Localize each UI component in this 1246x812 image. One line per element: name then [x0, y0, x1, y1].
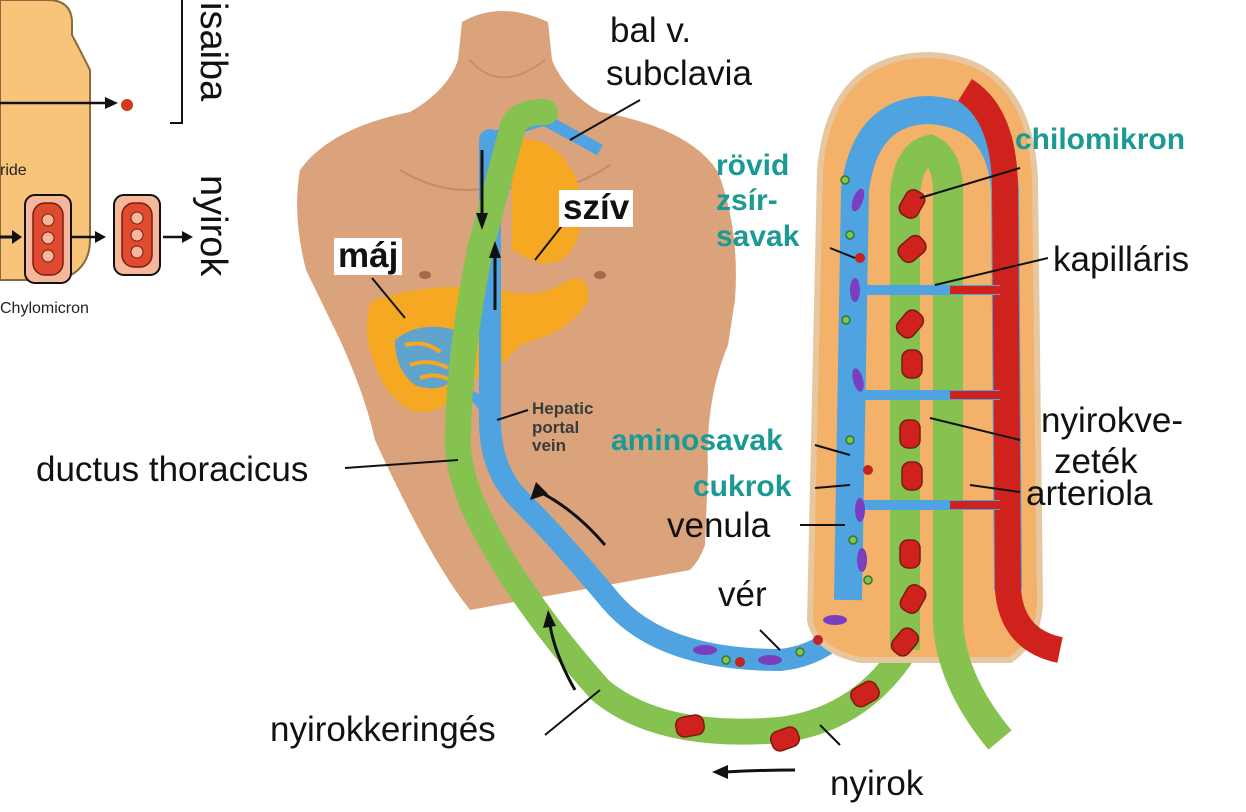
- label-aminosavak: aminosavak: [611, 425, 783, 457]
- label-nyirokvezetek-1: nyirokve-: [1041, 403, 1183, 440]
- label-nyirok-bottom: nyirok: [830, 766, 923, 803]
- label-cukrok: cukrok: [693, 471, 791, 503]
- label-bal-v: bal v.: [610, 13, 691, 50]
- label-sziv: szív: [559, 190, 633, 227]
- label-nyirokkeringes: nyirokkeringés: [270, 712, 496, 749]
- label-hepatic-portal-vein: Hepatic portal vein: [532, 400, 593, 456]
- vein-line: vein: [532, 437, 593, 456]
- portal-line: portal: [532, 419, 593, 438]
- label-ride: ride: [0, 162, 27, 180]
- label-zsir: zsír-: [716, 185, 778, 217]
- label-maj: máj: [334, 238, 402, 275]
- label-chilomikron: chilomikron: [1015, 124, 1185, 156]
- label-venula: venula: [667, 508, 770, 545]
- label-isaiba: isaiba: [194, 2, 232, 101]
- label-arteriola: arteriola: [1026, 476, 1152, 513]
- label-kapillaris: kapilláris: [1053, 242, 1189, 279]
- label-nyirok-left: nyirok: [194, 175, 232, 276]
- cell-fragment: [0, 0, 193, 283]
- label-subclavia: subclavia: [606, 56, 752, 93]
- label-savak: savak: [716, 221, 799, 253]
- label-ductus-thoracicus: ductus thoracicus: [36, 452, 308, 489]
- villus: [810, 55, 1060, 740]
- label-chylomicron: Chylomicron: [0, 300, 89, 318]
- label-rovid: rövid: [716, 150, 789, 182]
- label-ver: vér: [714, 577, 771, 614]
- hepatic-line: Hepatic: [532, 400, 593, 419]
